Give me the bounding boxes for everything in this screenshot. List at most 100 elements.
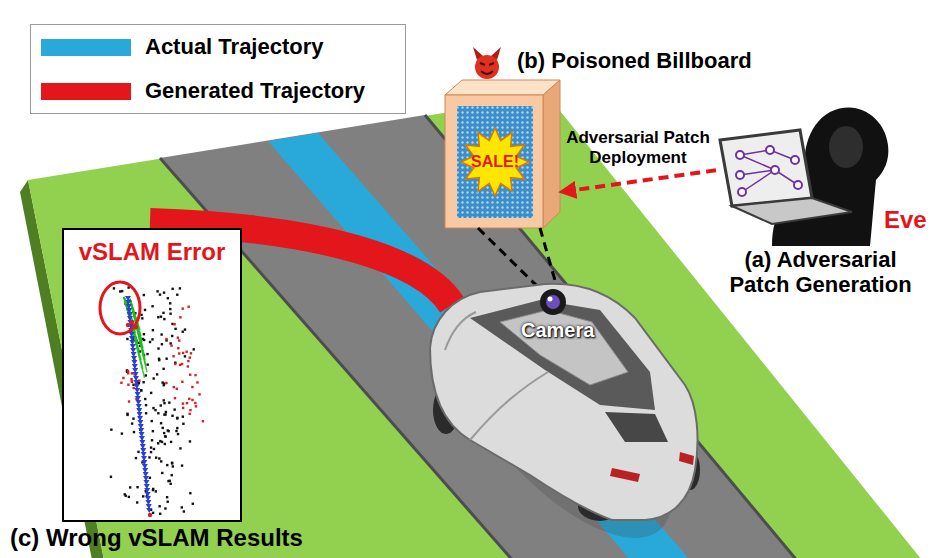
map-point	[161, 441, 163, 443]
legend-row: Generated Trajectory	[41, 73, 365, 109]
billboard-box: (b) Poisoned BillboardSALE!	[445, 95, 560, 228]
map-point	[149, 341, 151, 343]
map-point	[191, 399, 193, 401]
error-circle	[100, 282, 140, 334]
map-point	[169, 312, 171, 314]
map-point	[182, 402, 184, 404]
map-point	[156, 290, 158, 292]
map-point	[127, 370, 129, 372]
map-point	[157, 347, 159, 349]
map-point	[145, 412, 147, 414]
camera-label: Camera	[521, 319, 594, 342]
map-point	[145, 404, 147, 406]
map-point	[131, 422, 133, 424]
devil-icon	[489, 63, 494, 65]
billboard-caption: (b) Poisoned Billboard	[517, 48, 752, 73]
map-point	[187, 365, 189, 367]
map-point	[189, 409, 191, 411]
map-point	[159, 513, 161, 515]
car	[411, 262, 710, 558]
ground-plane	[20, 96, 930, 558]
map-point	[176, 294, 178, 296]
map-point	[162, 368, 164, 370]
map-point	[196, 381, 198, 383]
car-camera	[546, 295, 560, 309]
map-point	[110, 476, 112, 478]
map-point	[182, 330, 184, 332]
map-point	[127, 372, 129, 374]
billboard	[445, 80, 560, 95]
map-point	[169, 308, 171, 310]
map-point	[163, 432, 165, 434]
map-point	[184, 328, 186, 330]
map-point	[141, 317, 143, 319]
map-point	[151, 439, 153, 441]
road	[160, 115, 830, 558]
map-point	[165, 382, 167, 384]
map-point	[169, 302, 171, 304]
patch-text: SALE!	[445, 153, 545, 171]
map-point	[136, 501, 138, 503]
car	[500, 310, 628, 385]
map-point	[126, 413, 128, 415]
map-point	[162, 312, 164, 314]
legend-swatch	[41, 39, 131, 56]
connectors	[560, 170, 716, 192]
map-point	[173, 408, 175, 410]
billboard	[445, 80, 560, 228]
attacker-silhouette	[829, 126, 863, 168]
map-point	[158, 457, 160, 459]
attacker-caption: (a) Adversarial Patch Generation	[718, 247, 923, 298]
pose-marker	[148, 513, 152, 517]
map-point	[120, 382, 122, 384]
car	[679, 452, 694, 465]
map-point	[194, 374, 196, 376]
map-point	[144, 309, 146, 311]
map-point	[152, 329, 154, 331]
car	[411, 262, 710, 558]
map-point	[161, 472, 163, 474]
map-point	[152, 407, 154, 409]
map-point	[176, 388, 178, 390]
map-point	[171, 288, 173, 290]
vslam-panel: vSLAM Error(c) Wrong vSLAM Results	[62, 228, 242, 522]
map-point	[182, 415, 184, 417]
map-point	[169, 483, 171, 485]
laptop	[736, 171, 744, 179]
map-point	[190, 352, 192, 354]
map-points	[110, 286, 204, 515]
car	[605, 412, 668, 442]
loop-line	[124, 297, 145, 378]
legend-row: Actual Trajectory	[41, 29, 365, 65]
map-point	[155, 490, 157, 492]
map-point	[150, 446, 152, 448]
map-point	[179, 316, 181, 318]
map-point	[136, 486, 138, 488]
map-point	[158, 359, 160, 361]
map-point	[167, 297, 169, 299]
camera-view-lines	[478, 228, 558, 292]
map-point	[133, 431, 135, 433]
map-point	[150, 451, 152, 453]
map-point	[153, 448, 155, 450]
map-point	[169, 480, 171, 482]
map-point	[174, 363, 176, 365]
car-camera	[548, 297, 553, 302]
map-point	[175, 430, 177, 432]
map-point	[155, 456, 157, 458]
map-point	[132, 418, 134, 420]
camera-view-lines	[540, 228, 558, 291]
map-point	[151, 338, 153, 340]
map-point	[130, 378, 132, 380]
map-point	[152, 488, 154, 490]
map-point	[172, 465, 174, 467]
map-point	[129, 486, 131, 488]
map-point	[182, 352, 184, 354]
map-point	[202, 420, 204, 422]
car	[610, 468, 640, 482]
map-point	[184, 355, 186, 357]
billboard	[543, 80, 560, 228]
map-point	[131, 380, 133, 382]
map-point	[176, 417, 178, 419]
map-point	[160, 404, 162, 406]
